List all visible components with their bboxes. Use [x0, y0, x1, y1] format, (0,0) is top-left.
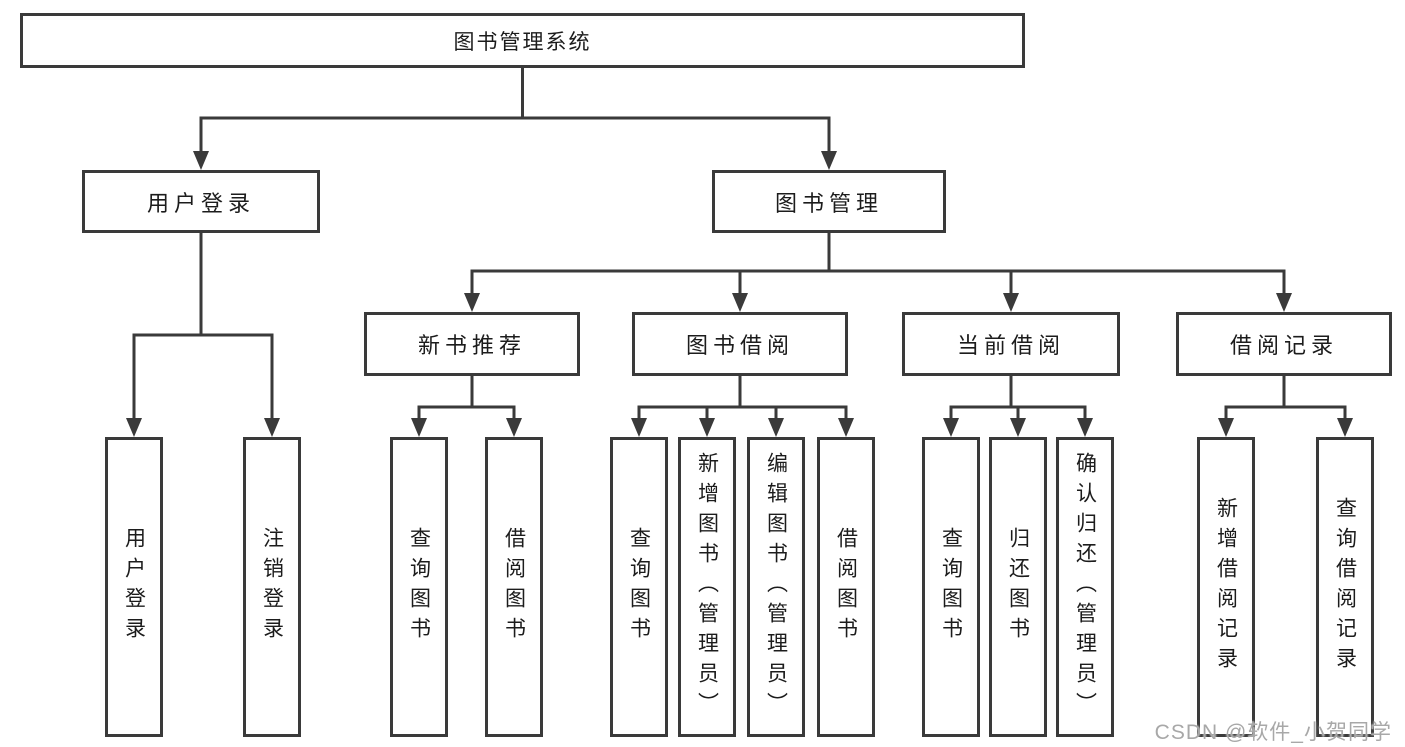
node-borrowing-records: 借阅记录 [1176, 312, 1392, 376]
node-leaf-user-login: 用户登录 [105, 437, 163, 737]
node-label: 查询借阅记录 [1333, 497, 1357, 677]
node-label: 用户登录 [146, 190, 255, 216]
node-cb-query-books: 查询图书 [922, 437, 980, 737]
arrowhead-down-icon [506, 418, 522, 437]
node-book-borrowing: 图书借阅 [632, 312, 848, 376]
arrowhead-down-icon [1077, 418, 1093, 437]
arrowhead-down-icon [411, 418, 427, 437]
node-label: 图书借阅 [685, 333, 794, 358]
node-br-query-record: 查询借阅记录 [1316, 437, 1374, 737]
arrowhead-down-icon [1337, 418, 1353, 437]
node-label: 查询图书 [939, 527, 963, 647]
node-label: 新增借阅记录 [1214, 497, 1238, 677]
node-label: 借阅图书 [834, 527, 858, 647]
arrowhead-down-icon [821, 151, 837, 170]
watermark: CSDN @软件_小贺同学 [1154, 721, 1392, 744]
arrowhead-down-icon [838, 418, 854, 437]
arrowhead-down-icon [1003, 293, 1019, 312]
node-label: 借阅记录 [1229, 333, 1338, 358]
node-new-book-recommend: 新书推荐 [364, 312, 580, 376]
node-label: 查询图书 [407, 527, 431, 647]
node-label: 新书推荐 [417, 333, 526, 358]
node-label: 编辑图书（管理员） [764, 452, 788, 722]
node-bb-borrow-books: 借阅图书 [817, 437, 875, 737]
node-label: 确认归还（管理员） [1073, 452, 1097, 722]
node-label: 当前借阅 [956, 333, 1065, 358]
node-label: 查询图书 [627, 527, 651, 647]
node-nbr-borrow-books: 借阅图书 [485, 437, 543, 737]
node-label: 图书管理 [774, 190, 883, 216]
node-user-login: 用户登录 [82, 170, 320, 233]
node-root: 图书管理系统 [20, 13, 1025, 68]
node-current-borrowing: 当前借阅 [902, 312, 1120, 376]
node-bb-edit-books: 编辑图书（管理员） [747, 437, 805, 737]
node-cb-return-books: 归还图书 [989, 437, 1047, 737]
node-bb-add-books: 新增图书（管理员） [678, 437, 736, 737]
arrowhead-down-icon [1010, 418, 1026, 437]
arrowhead-down-icon [1218, 418, 1234, 437]
arrowhead-down-icon [768, 418, 784, 437]
node-label: 图书管理系统 [453, 30, 592, 54]
node-leaf-logout: 注销登录 [243, 437, 301, 737]
node-label: 用户登录 [122, 527, 146, 647]
node-nbr-query-books: 查询图书 [390, 437, 448, 737]
arrowhead-down-icon [193, 151, 209, 170]
node-label: 注销登录 [260, 527, 284, 647]
arrowhead-down-icon [1276, 293, 1292, 312]
node-br-add-record: 新增借阅记录 [1197, 437, 1255, 737]
arrowhead-down-icon [732, 293, 748, 312]
node-label: 新增图书（管理员） [695, 452, 719, 722]
arrowhead-down-icon [943, 418, 959, 437]
arrowhead-down-icon [264, 418, 280, 437]
node-label: 借阅图书 [502, 527, 526, 647]
node-label: 归还图书 [1006, 527, 1030, 647]
arrowhead-down-icon [126, 418, 142, 437]
arrowhead-down-icon [699, 418, 715, 437]
arrowhead-down-icon [464, 293, 480, 312]
node-book-management: 图书管理 [712, 170, 946, 233]
arrowhead-down-icon [631, 418, 647, 437]
node-cb-confirm-return: 确认归还（管理员） [1056, 437, 1114, 737]
node-bb-query-books: 查询图书 [610, 437, 668, 737]
